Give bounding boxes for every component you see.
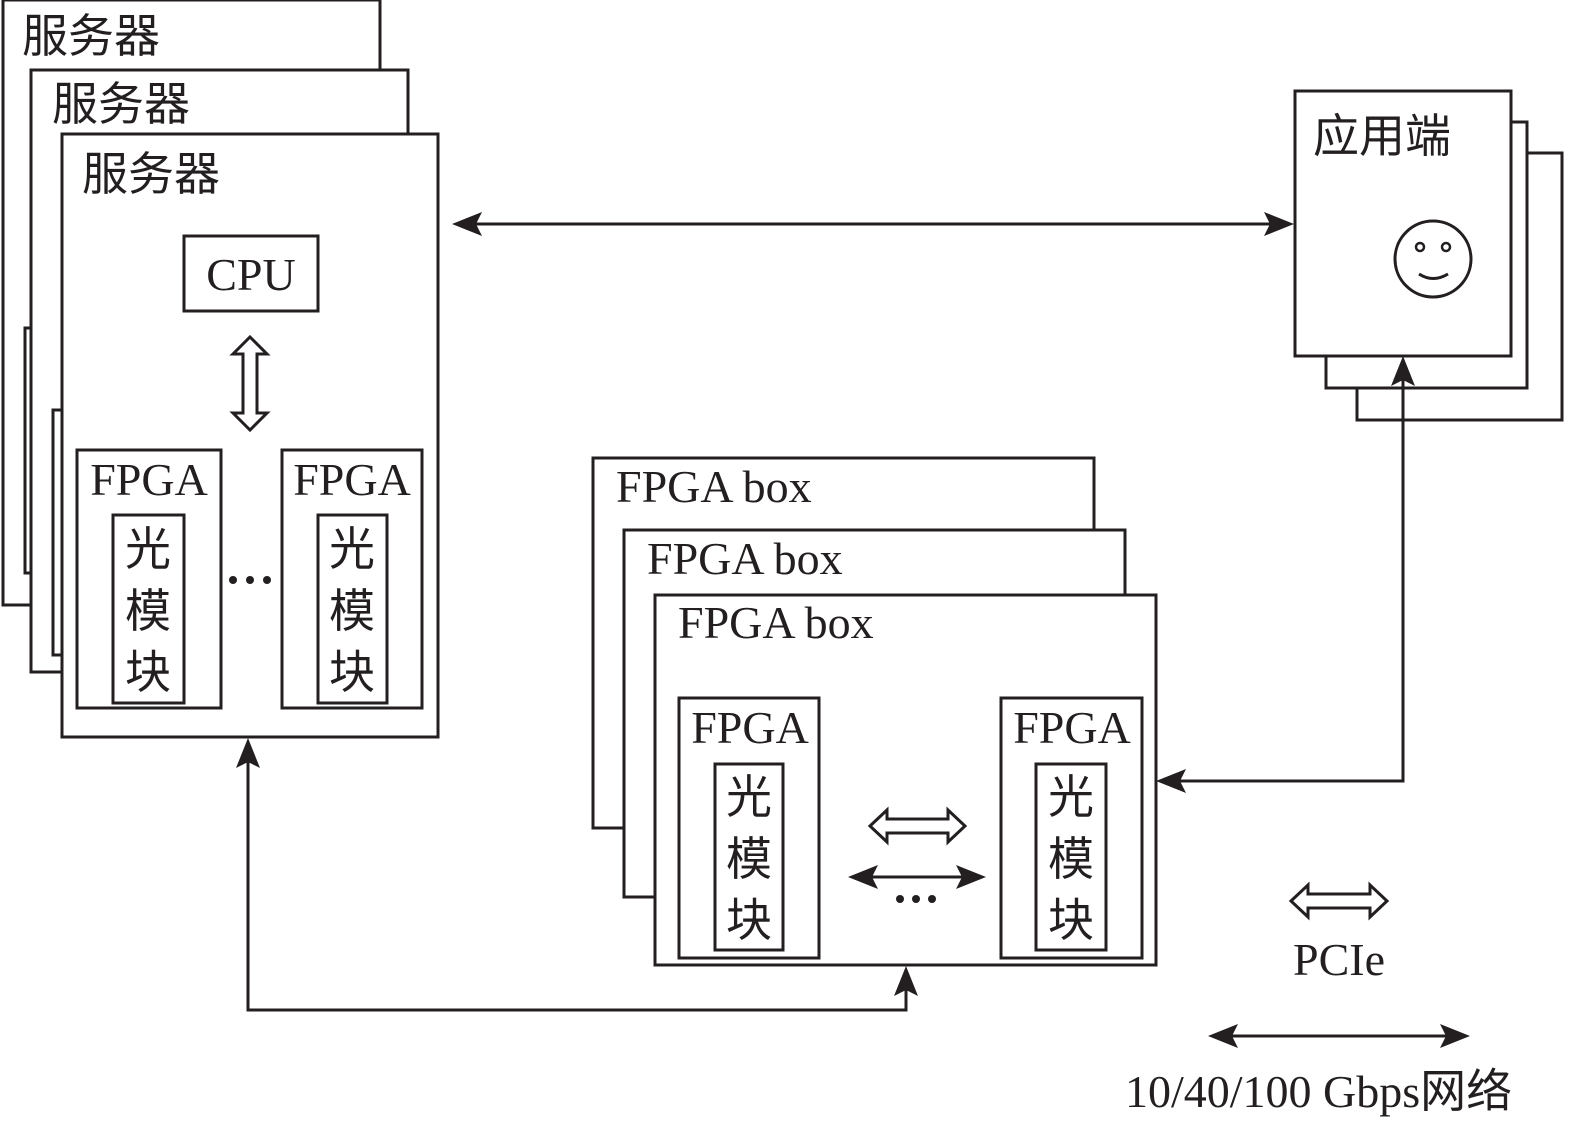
server-fpga-right-label: FPGA	[293, 454, 411, 505]
module-char: 光	[726, 770, 772, 824]
connector-server-app	[452, 212, 1294, 236]
box-fpga-right-label: FPGA	[1013, 702, 1131, 753]
module-char: 块	[1048, 893, 1094, 947]
server-optical-module-right	[316, 513, 389, 705]
legend: PCIe 10/40/100 Gbps网络	[1125, 881, 1512, 1117]
app-side-stack: 应用端	[1293, 89, 1564, 422]
legend-network-arrow-icon	[1208, 1024, 1470, 1048]
fpga-box-mid-label: FPGA box	[647, 533, 843, 584]
box-fpga-left-label: FPGA	[691, 702, 809, 753]
box-optical-module-right	[1034, 762, 1108, 952]
module-char: 模	[1048, 832, 1094, 886]
fpga-box-front-label: FPGA box	[678, 597, 874, 648]
module-char: 块	[329, 645, 375, 699]
cpu-box[interactable]	[182, 234, 320, 313]
fpga-box-ellipsis	[896, 895, 936, 903]
server-ellipsis	[229, 576, 271, 584]
fpga-box-back-label: FPGA box	[616, 461, 812, 512]
box-optical-module-left	[713, 762, 785, 952]
server-front-label: 服务器	[82, 147, 220, 201]
legend-pcie-arrow-icon	[1288, 881, 1390, 921]
module-char: 模	[726, 832, 772, 886]
app-side-label: 应用端	[1313, 109, 1451, 163]
connector-app-fpgabox	[1156, 356, 1415, 793]
module-char: 光	[125, 522, 171, 576]
server-stub-1	[23, 326, 31, 575]
legend-network-label: 10/40/100 Gbps网络	[1125, 1066, 1512, 1117]
connector-server-fpgabox	[236, 738, 918, 1012]
cpu-label: CPU	[206, 249, 295, 300]
server-back-label: 服务器	[22, 9, 160, 63]
pcie-vertical-arrow-icon	[229, 334, 271, 433]
server-fpga-left-label: FPGA	[90, 454, 208, 505]
fpga-box-stack: FPGA box FPGA box FPGA box FPGA 光 模 块 FP…	[591, 456, 1158, 967]
server-stack: 服务器 服务器 服务器 CPU FPGA 光 模 块 FPGA 光 模 块	[1, 0, 440, 739]
module-char: 光	[1048, 770, 1094, 824]
server-stub-2	[51, 408, 62, 657]
legend-pcie-label: PCIe	[1293, 934, 1385, 985]
module-char: 块	[125, 645, 171, 699]
module-char: 模	[329, 584, 375, 638]
pcie-horizontal-arrow-icon	[867, 806, 968, 846]
network-arrow-icon	[848, 865, 986, 889]
module-char: 模	[125, 584, 171, 638]
module-char: 光	[329, 522, 375, 576]
module-char: 块	[726, 893, 772, 947]
server-mid-label: 服务器	[52, 77, 190, 131]
smiley-face-icon	[1393, 219, 1473, 299]
server-optical-module-left	[111, 513, 186, 705]
